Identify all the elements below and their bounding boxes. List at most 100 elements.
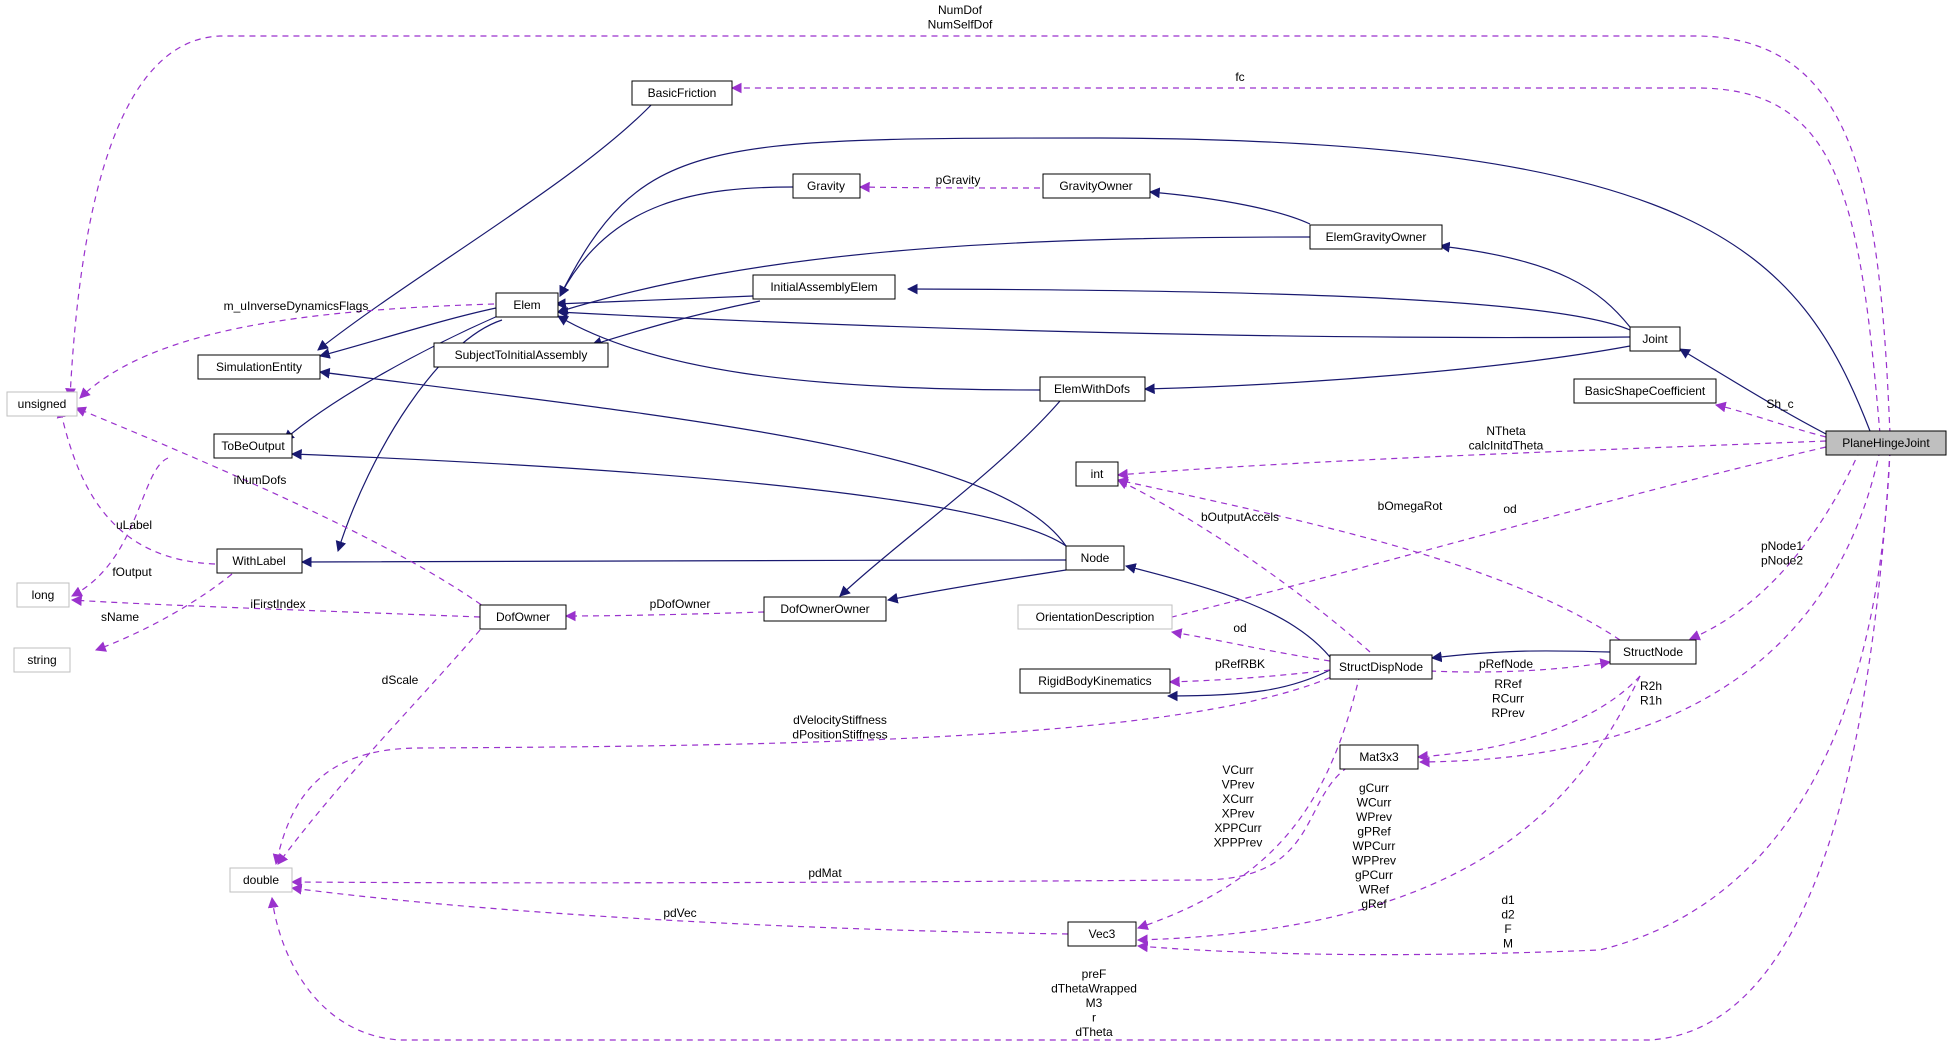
node-label: RigidBodyKinematics [1038,674,1151,688]
node-label: Gravity [807,179,845,193]
edge-elem-withlabel [335,319,503,553]
node-label: BasicShapeCoefficient [1585,384,1706,398]
node-joint[interactable]: Joint [1629,326,1681,352]
edge-pdofowner [564,610,765,622]
node-label: ElemWithDofs [1054,382,1130,396]
edge-label-p-dof-owner: pDofOwner [650,597,711,611]
edge-node-withlabel [300,556,1067,568]
edge-node-tobeoutput [290,448,1067,547]
edge-label-line: iFirstIndex [250,597,305,611]
node-initialassemblyelem[interactable]: InitialAssemblyElem [752,274,896,300]
edge-label-m-u-inverse: m_uInverseDynamicsFlags [224,299,369,313]
node-elem[interactable]: Elem [495,292,559,318]
node-label: Elem [513,298,540,312]
node-planehingejoint[interactable]: PlaneHingeJoint [1825,430,1947,456]
node-gravity[interactable]: Gravity [792,173,861,199]
edge-label-line: d1 [1501,893,1515,907]
edge-initialassemblyelem-subjecttoinitialassembly [590,300,761,348]
edge-planehingejoint-joint [1679,348,1827,435]
node-orientationdescription[interactable]: OrientationDescription [1017,604,1173,630]
edge-label-b-output-accels: bOutputAccels [1201,510,1279,524]
node-int[interactable]: int [1075,461,1119,487]
edge-label-line: WPrev [1356,810,1392,824]
edge-elem-simulationentity [318,307,497,359]
node-label: long [32,588,55,602]
node-label: StructDispNode [1339,660,1423,674]
node-label: Joint [1642,332,1668,346]
edge-label-line: pRefRBK [1215,657,1265,671]
edge-label-line: NTheta [1486,424,1526,438]
edge-label-line: fOutput [112,565,152,579]
edge-label-line: dPositionStiffness [792,728,887,742]
node-basicshapecoefficient[interactable]: BasicShapeCoefficient [1573,378,1717,404]
edge-ntheta [1116,440,1827,480]
node-tobeoutput[interactable]: ToBeOutput [213,433,293,459]
node-string[interactable]: string [13,647,71,673]
edge-label-line: gPCurr [1355,868,1393,882]
edge-label-line: pNode2 [1761,554,1803,568]
node-label: DofOwner [496,610,550,624]
node-structdispnode[interactable]: StructDispNode [1329,654,1433,680]
edge-d1 [1136,449,1891,956]
edge-label-line: pNode1 [1761,539,1803,553]
node-label: Node [1081,551,1110,565]
edge-label-line: iNumDofs [234,473,287,487]
node-long[interactable]: long [16,582,70,608]
edge-joint-elemgravityowner [1438,241,1631,328]
edge-label-pd-mat: pdMat [808,866,842,880]
node-label: ToBeOutput [221,439,285,453]
node-rigidbodykinematics[interactable]: RigidBodyKinematics [1019,668,1171,694]
edge-label-line: dScale [382,673,419,687]
node-simulationentity[interactable]: SimulationEntity [197,354,321,380]
edge-elem-tobeoutput [283,314,501,441]
edge-elemwithdofs-dofownerowner [839,400,1061,597]
edge-label-d-scale: dScale [382,673,419,687]
edge-label-p-gravity: pGravity [936,173,981,187]
edge-label-line: RRef [1494,677,1522,691]
node-elemgravityowner[interactable]: ElemGravityOwner [1309,224,1443,250]
node-label: ElemGravityOwner [1326,230,1427,244]
edge-boutputaccels [1117,479,1371,653]
edge-shc [1714,401,1827,438]
edge-label-line: XCurr [1222,792,1253,806]
edge-label-line: R2h [1640,679,1662,693]
edge-label-line: gRef [1361,897,1387,911]
edge-foutput [71,457,169,597]
node-label: unsigned [18,397,67,411]
node-gravityowner[interactable]: GravityOwner [1042,173,1151,199]
node-vec3[interactable]: Vec3 [1067,921,1137,947]
node-label: BasicFriction [648,86,717,100]
edge-label-i-num-dofs: iNumDofs [234,473,287,487]
node-label: string [27,653,56,667]
edge-pgravity [858,181,1041,193]
edge-label-line: VCurr [1222,763,1253,777]
edge-od-sdn [1170,628,1331,662]
node-dofownerowner[interactable]: DofOwnerOwner [763,596,887,622]
node-dofowner[interactable]: DofOwner [479,604,567,630]
node-withlabel[interactable]: WithLabel [216,548,303,574]
edge-ulabel [56,406,216,565]
edge-dvelocity [272,672,1341,866]
node-label: double [243,873,279,887]
node-label: Vec3 [1089,927,1116,941]
node-node[interactable]: Node [1065,545,1125,571]
node-unsigned[interactable]: unsigned [6,391,78,417]
node-structnode[interactable]: StructNode [1609,639,1697,665]
node-label: SimulationEntity [216,360,302,374]
node-label: GravityOwner [1059,179,1132,193]
node-double[interactable]: double [229,867,293,893]
node-elemwithdofs[interactable]: ElemWithDofs [1039,376,1146,402]
node-subjecttoinitialassembly[interactable]: SubjectToInitialAssembly [433,342,609,368]
edge-label-line: WPCurr [1353,839,1396,853]
edge-label-fc: fc [1235,70,1244,84]
node-basicfriction[interactable]: BasicFriction [631,80,733,106]
node-mat3x3[interactable]: Mat3x3 [1339,744,1419,770]
edge-label-line: bOmegaRot [1378,499,1443,513]
node-label: PlaneHingeJoint [1842,436,1930,450]
edge-label-sh-c: Sh_c [1766,397,1793,411]
